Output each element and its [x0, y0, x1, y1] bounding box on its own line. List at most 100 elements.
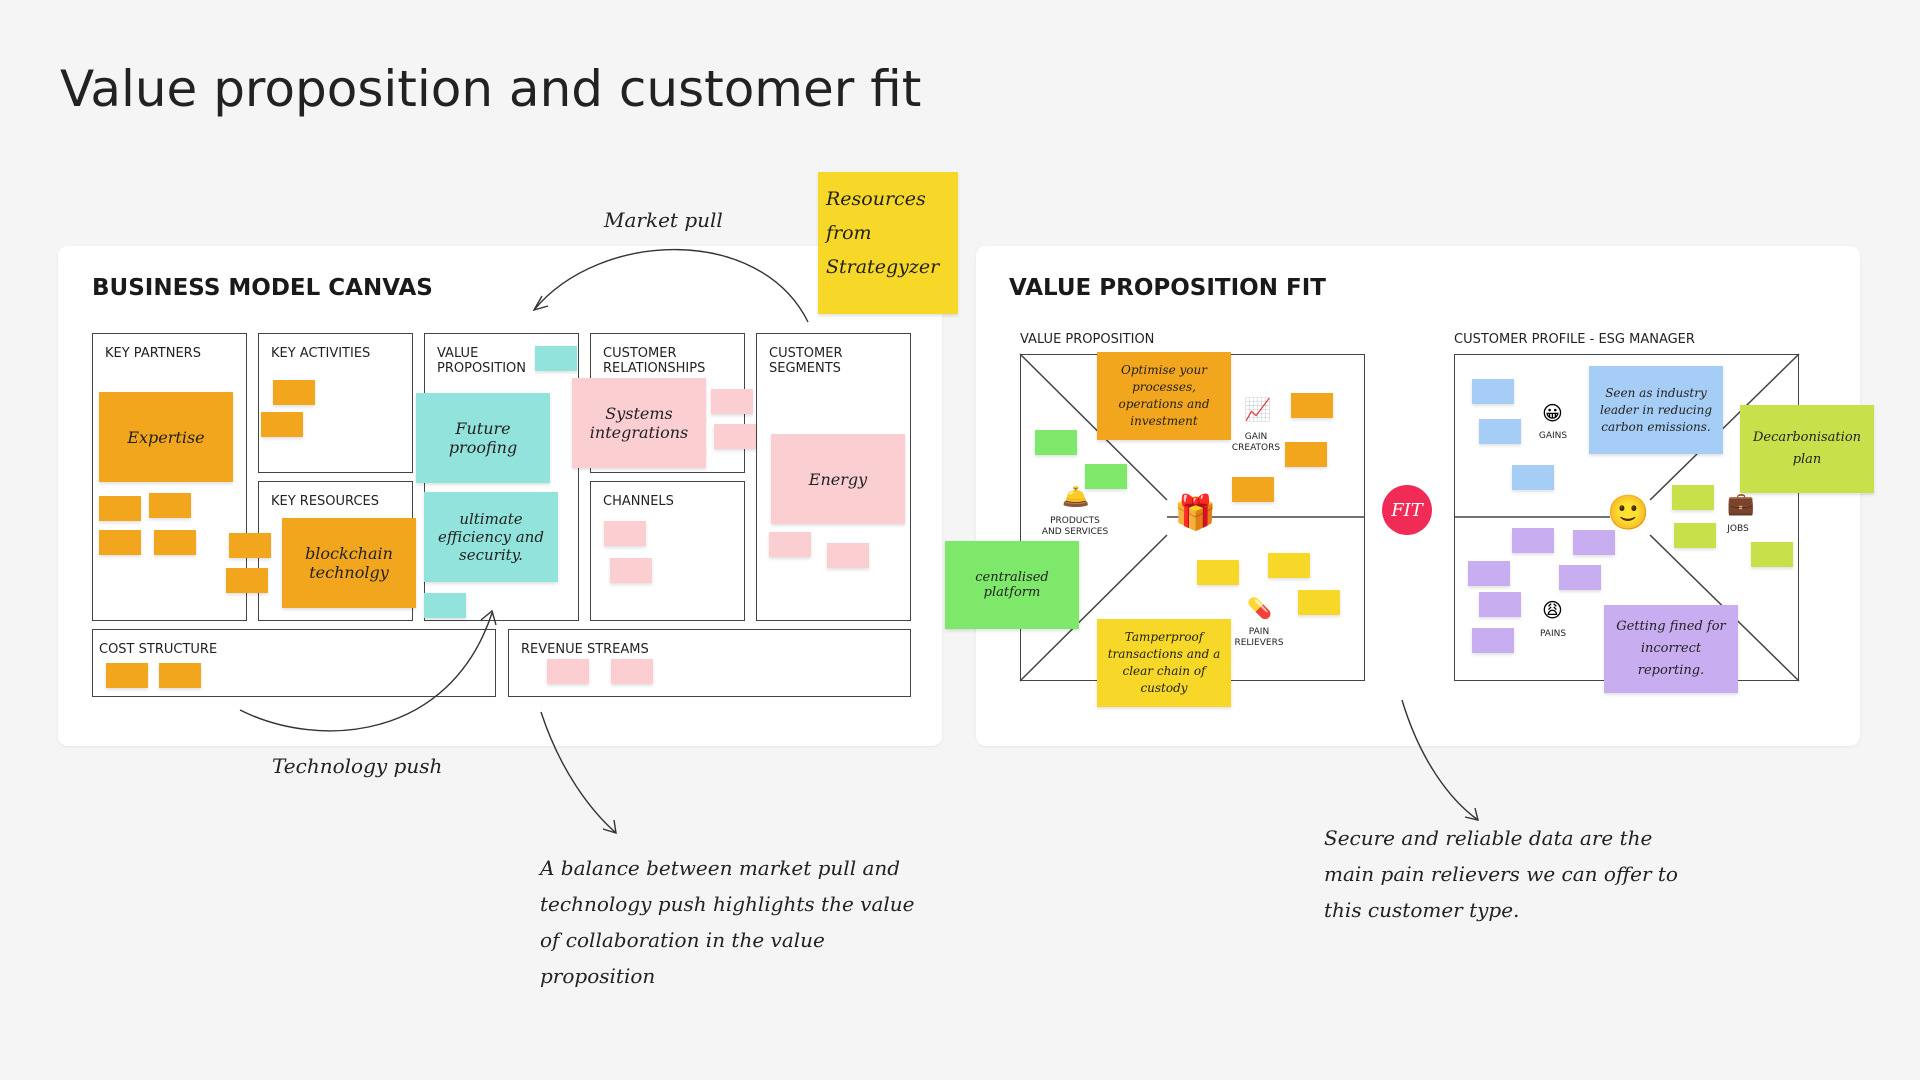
key-activities-box: KEY ACTIVITIES: [258, 333, 413, 473]
sticky-note-blank[interactable]: [99, 530, 141, 555]
sticky-note[interactable]: centralised platform: [945, 541, 1079, 629]
sticky-note[interactable]: Getting fined for incorrect reporting.: [1604, 605, 1738, 693]
gains-label: GAINS: [1538, 431, 1568, 441]
sticky-note-blank[interactable]: [1468, 561, 1510, 586]
jobs-label: JOBS: [1727, 524, 1749, 534]
sticky-note-blank[interactable]: [547, 659, 589, 684]
sticky-note-blank[interactable]: [1672, 485, 1714, 510]
bmc-title: BUSINESS MODEL CANVAS: [92, 275, 433, 301]
chart-increasing-icon: 📈: [1244, 398, 1272, 423]
market-pull-annotation: Market pull: [604, 208, 723, 232]
systems-integrations-note: Systems integrations: [589, 404, 689, 442]
sticky-note-blank[interactable]: [827, 543, 869, 568]
sticky-note[interactable]: ultimate efficiency and security.: [424, 492, 558, 582]
channels-label: CHANNELS: [603, 494, 674, 509]
sticky-note-blank[interactable]: [1268, 553, 1310, 578]
balance-annotation: A balance between market pull and techno…: [540, 856, 915, 988]
sticky-note-blank[interactable]: [159, 663, 201, 688]
centralised-note: centralised platform: [975, 570, 1049, 600]
sticky-note-blank[interactable]: [604, 521, 646, 546]
sticky-note-blank[interactable]: [611, 659, 653, 684]
vpf-title: VALUE PROPOSITION FIT: [1009, 275, 1326, 301]
sticky-note-blank[interactable]: [1472, 379, 1514, 404]
page-title: Value proposition and customer fit: [60, 60, 922, 118]
sticky-note-blank[interactable]: [1291, 393, 1333, 418]
decarbonisation-note: Decarbonisation plan: [1752, 430, 1862, 467]
blockchain-note: blockchain technolgy: [305, 544, 393, 582]
sticky-note-blank[interactable]: [106, 663, 148, 688]
getting-fined-note: Getting fined for incorrect reporting.: [1616, 619, 1726, 678]
sticky-note-blank[interactable]: [149, 493, 191, 518]
secure-data-annotation: Secure and reliable data are the main pa…: [1324, 826, 1678, 922]
vp-section-label: VALUE PROPOSITION: [1020, 332, 1155, 347]
sticky-note[interactable]: Decarbonisation plan: [1740, 405, 1874, 493]
tamperproof-note: Tamperproof transactions and a clear cha…: [1107, 630, 1221, 695]
sticky-note-blank[interactable]: [1479, 419, 1521, 444]
sticky-note[interactable]: Tamperproof transactions and a clear cha…: [1097, 619, 1231, 707]
sticky-note-blank[interactable]: [1512, 528, 1554, 553]
sticky-note-blank[interactable]: [1472, 628, 1514, 653]
sticky-note-blank[interactable]: [99, 496, 141, 521]
customer-segments-label: CUSTOMER SEGMENTS: [769, 346, 843, 376]
weary-face-icon: 😩: [1542, 598, 1563, 622]
sticky-note-blank[interactable]: [1573, 530, 1615, 555]
sticky-note-blank[interactable]: [1512, 465, 1554, 490]
key-partners-label: KEY PARTNERS: [105, 346, 201, 361]
sticky-note-blank[interactable]: [229, 533, 271, 558]
industry-leader-note: Seen as industry leader in reducing carb…: [1599, 385, 1713, 434]
sticky-note-blank[interactable]: [1751, 542, 1793, 567]
sticky-note-blank[interactable]: [424, 593, 466, 618]
resources-sticky[interactable]: Resources from Strategyzer: [818, 172, 958, 314]
pain-relievers-label: PAIN RELIEVERS: [1234, 627, 1284, 648]
sticky-note-blank[interactable]: [273, 380, 315, 405]
sticky-note-blank[interactable]: [769, 532, 811, 557]
sticky-note-blank[interactable]: [1298, 590, 1340, 615]
key-activities-label: KEY ACTIVITIES: [271, 346, 371, 361]
ultimate-efficiency-note: ultimate efficiency and security.: [438, 510, 544, 564]
briefcase-icon: 💼: [1727, 492, 1755, 517]
sticky-note[interactable]: blockchain technolgy: [282, 518, 416, 608]
gift-icon: 🎁: [1174, 493, 1217, 533]
sticky-note-blank[interactable]: [1479, 592, 1521, 617]
sticky-note-blank[interactable]: [226, 568, 268, 593]
sticky-note-blank[interactable]: [1232, 477, 1274, 502]
sticky-note-blank[interactable]: [154, 530, 196, 555]
smiling-face-icon: 🙂: [1607, 493, 1650, 533]
sticky-note-blank[interactable]: [711, 389, 753, 414]
sticky-note-blank[interactable]: [535, 346, 577, 371]
pains-label: PAINS: [1539, 629, 1567, 639]
sticky-note[interactable]: Future proofing: [416, 393, 550, 483]
sticky-note-blank[interactable]: [1085, 464, 1127, 489]
sticky-note[interactable]: Expertise: [99, 392, 233, 482]
pill-icon: 💊: [1247, 596, 1272, 620]
sticky-note-blank[interactable]: [1674, 523, 1716, 548]
cost-structure-box: COST STRUCTURE: [92, 629, 496, 697]
sticky-note-blank[interactable]: [1035, 430, 1077, 455]
sticky-note[interactable]: Systems integrations: [572, 378, 706, 468]
bell-icon: 🛎️: [1062, 485, 1090, 510]
sticky-note-blank[interactable]: [1197, 560, 1239, 585]
energy-note: Energy: [808, 469, 868, 489]
value-proposition-label: VALUE PROPOSITION: [437, 346, 526, 376]
fit-badge: FIT: [1382, 485, 1432, 535]
sticky-note-blank[interactable]: [261, 412, 303, 437]
future-proofing-note: Future proofing: [448, 419, 518, 457]
technology-push-annotation: Technology push: [272, 754, 443, 778]
sticky-note-blank[interactable]: [1285, 442, 1327, 467]
key-resources-label: KEY RESOURCES: [271, 494, 379, 509]
resources-note: Resources from Strategyzer: [826, 188, 940, 278]
customer-profile-label: CUSTOMER PROFILE - ESG MANAGER: [1454, 332, 1695, 347]
revenue-streams-label: REVENUE STREAMS: [521, 642, 649, 657]
sticky-note[interactable]: Seen as industry leader in reducing carb…: [1589, 366, 1723, 454]
sticky-note[interactable]: Optimise your processes, operations and …: [1097, 352, 1231, 440]
sticky-note-blank[interactable]: [1559, 565, 1601, 590]
customer-relationships-label: CUSTOMER RELATIONSHIPS: [603, 346, 706, 376]
cost-structure-label: COST STRUCTURE: [99, 642, 218, 657]
channels-box: CHANNELS: [590, 481, 745, 621]
sticky-note-blank[interactable]: [610, 558, 652, 583]
sticky-note-blank[interactable]: [714, 424, 756, 449]
sticky-note[interactable]: Energy: [771, 434, 905, 524]
gain-creators-label: GAIN CREATORS: [1231, 432, 1281, 453]
products-services-label: PRODUCTS AND SERVICES: [1041, 516, 1109, 537]
optimise-note: Optimise your processes, operations and …: [1118, 363, 1210, 428]
